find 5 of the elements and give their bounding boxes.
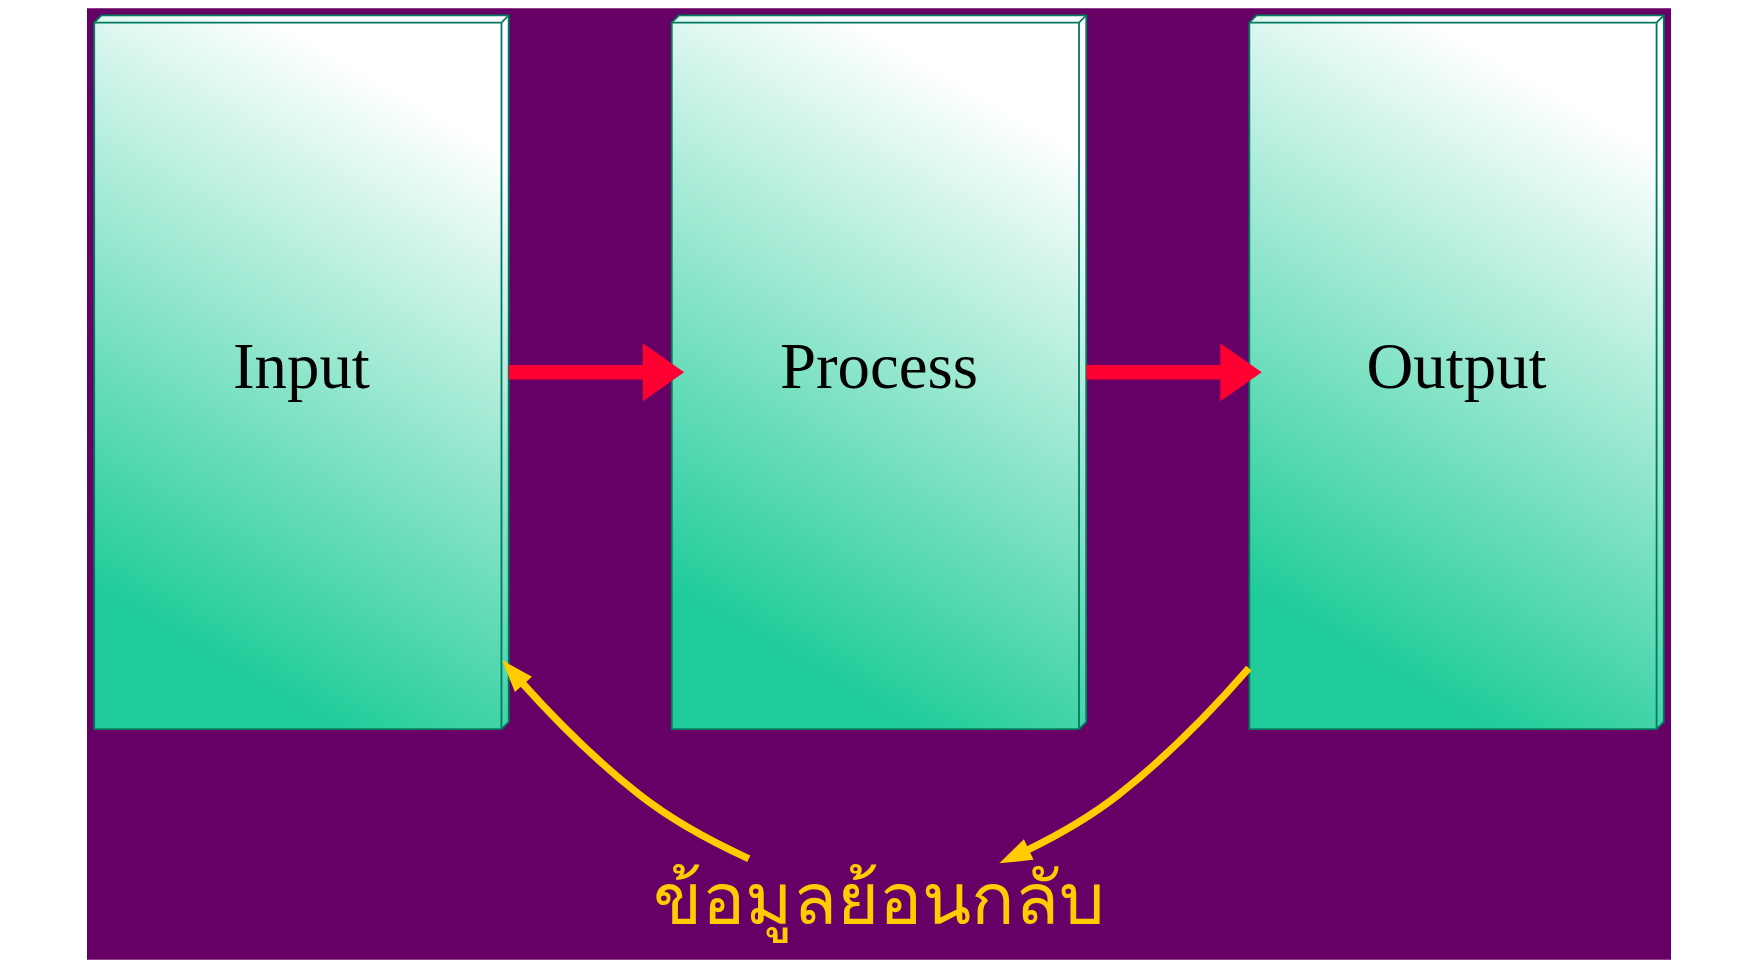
arrow	[501, 660, 751, 862]
arrow	[508, 343, 685, 402]
arrow	[999, 665, 1252, 864]
arrow	[1086, 343, 1262, 402]
node-text: ข้อมูลย้อนกลับ	[653, 856, 1105, 941]
